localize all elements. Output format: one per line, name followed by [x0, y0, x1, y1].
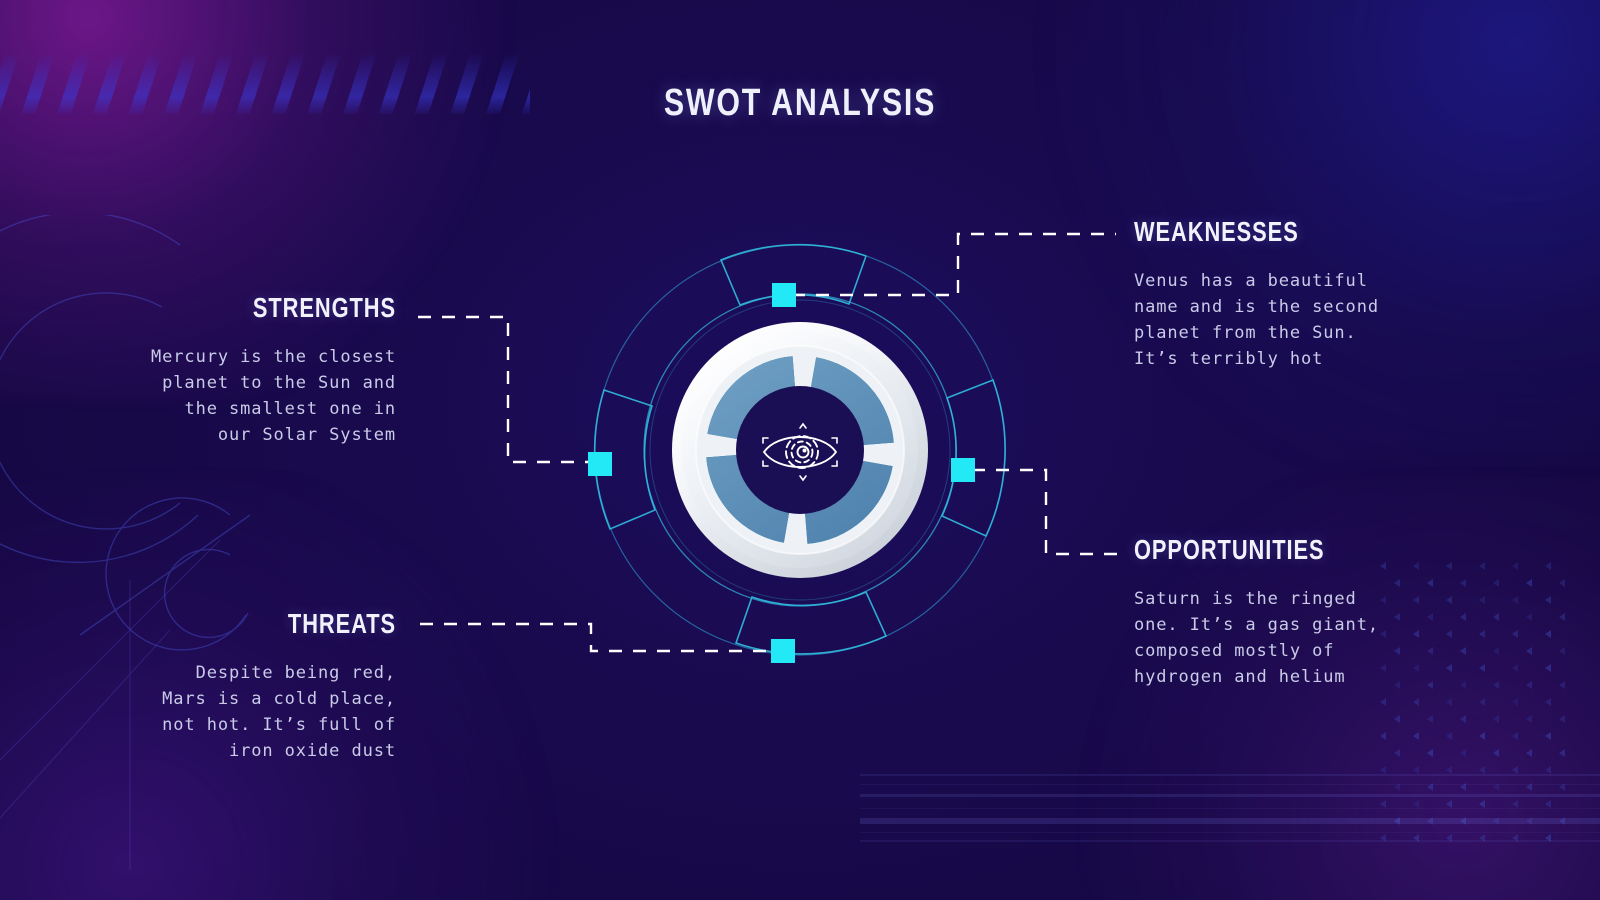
- triangle-dot: [1493, 681, 1499, 689]
- triangle-dot: [1545, 766, 1551, 774]
- triangle-dot: [1512, 562, 1518, 570]
- triangle-dot: [1394, 715, 1400, 723]
- triangle-dot: [1526, 579, 1532, 587]
- triangle-dot: [1427, 715, 1433, 723]
- triangle-dot: [1479, 664, 1485, 672]
- triangle-dot: [1479, 562, 1485, 570]
- triangle-dot: [1380, 766, 1386, 774]
- triangle-dot: [1526, 647, 1532, 655]
- triangle-dot: [1512, 630, 1518, 638]
- triangle-dot: [1545, 630, 1551, 638]
- triangle-dot: [1512, 698, 1518, 706]
- page-title: SWOT ANALYSIS: [160, 82, 1440, 125]
- triangle-dot: [1526, 681, 1532, 689]
- triangle-dot: [1526, 715, 1532, 723]
- central-hub-svg: [495, 200, 1105, 700]
- quadrant-strengths-heading: STRENGTHS: [118, 292, 396, 324]
- triangle-dot: [1493, 647, 1499, 655]
- central-hub-graphic: [495, 200, 1105, 700]
- triangle-dot: [1493, 613, 1499, 621]
- triangle-dot: [1545, 596, 1551, 604]
- quadrant-weaknesses-heading: WEAKNESSES: [1134, 216, 1399, 248]
- triangle-dot: [1479, 766, 1485, 774]
- triangle-dot: [1512, 664, 1518, 672]
- triangle-dot: [1413, 698, 1419, 706]
- triangle-dot: [1479, 630, 1485, 638]
- triangle-dot: [1493, 715, 1499, 723]
- triangle-dot: [1413, 766, 1419, 774]
- triangle-dot: [1559, 749, 1565, 757]
- triangle-dot: [1380, 732, 1386, 740]
- quadrant-strengths: STRENGTHS Mercury is the closest planet …: [40, 292, 396, 448]
- triangle-dot: [1460, 749, 1466, 757]
- quadrant-strengths-body: Mercury is the closest planet to the Sun…: [40, 344, 396, 448]
- triangle-dot: [1512, 596, 1518, 604]
- triangle-dot: [1460, 715, 1466, 723]
- triangle-dot: [1545, 664, 1551, 672]
- triangle-dot: [1545, 562, 1551, 570]
- triangle-dot: [1526, 613, 1532, 621]
- triangle-dot: [1413, 732, 1419, 740]
- triangle-dot: [1479, 698, 1485, 706]
- triangle-dot: [1446, 732, 1452, 740]
- quadrant-opportunities: OPPORTUNITIES Saturn is the ringed one. …: [1134, 534, 1474, 690]
- triangle-dot: [1380, 698, 1386, 706]
- quadrant-weaknesses-body: Venus has a beautiful name and is the se…: [1134, 268, 1474, 372]
- triangle-dot: [1559, 681, 1565, 689]
- quadrant-threats-heading: THREATS: [118, 608, 396, 640]
- triangle-dot: [1427, 749, 1433, 757]
- triangle-dot: [1545, 732, 1551, 740]
- triangle-dot: [1394, 749, 1400, 757]
- triangle-dot: [1479, 732, 1485, 740]
- quadrant-opportunities-body: Saturn is the ringed one. It’s a gas gia…: [1134, 586, 1474, 690]
- horizontal-light-bars-decoration: [860, 774, 1600, 844]
- triangle-dot: [1559, 613, 1565, 621]
- quadrant-weaknesses: WEAKNESSES Venus has a beautiful name an…: [1134, 216, 1474, 372]
- quadrant-threats-body: Despite being red, Mars is a cold place,…: [40, 660, 396, 764]
- triangle-dot: [1512, 732, 1518, 740]
- triangle-dot: [1446, 698, 1452, 706]
- triangle-dot: [1512, 766, 1518, 774]
- quadrant-opportunities-heading: OPPORTUNITIES: [1134, 534, 1399, 566]
- triangle-dot: [1559, 647, 1565, 655]
- triangle-dot: [1559, 715, 1565, 723]
- triangle-dot: [1446, 766, 1452, 774]
- triangle-dot: [1493, 749, 1499, 757]
- triangle-dot: [1526, 749, 1532, 757]
- triangle-dot: [1493, 579, 1499, 587]
- triangle-dot: [1545, 698, 1551, 706]
- triangle-dot: [1559, 579, 1565, 587]
- triangle-dot: [1479, 596, 1485, 604]
- quadrant-threats: THREATS Despite being red, Mars is a col…: [40, 608, 396, 764]
